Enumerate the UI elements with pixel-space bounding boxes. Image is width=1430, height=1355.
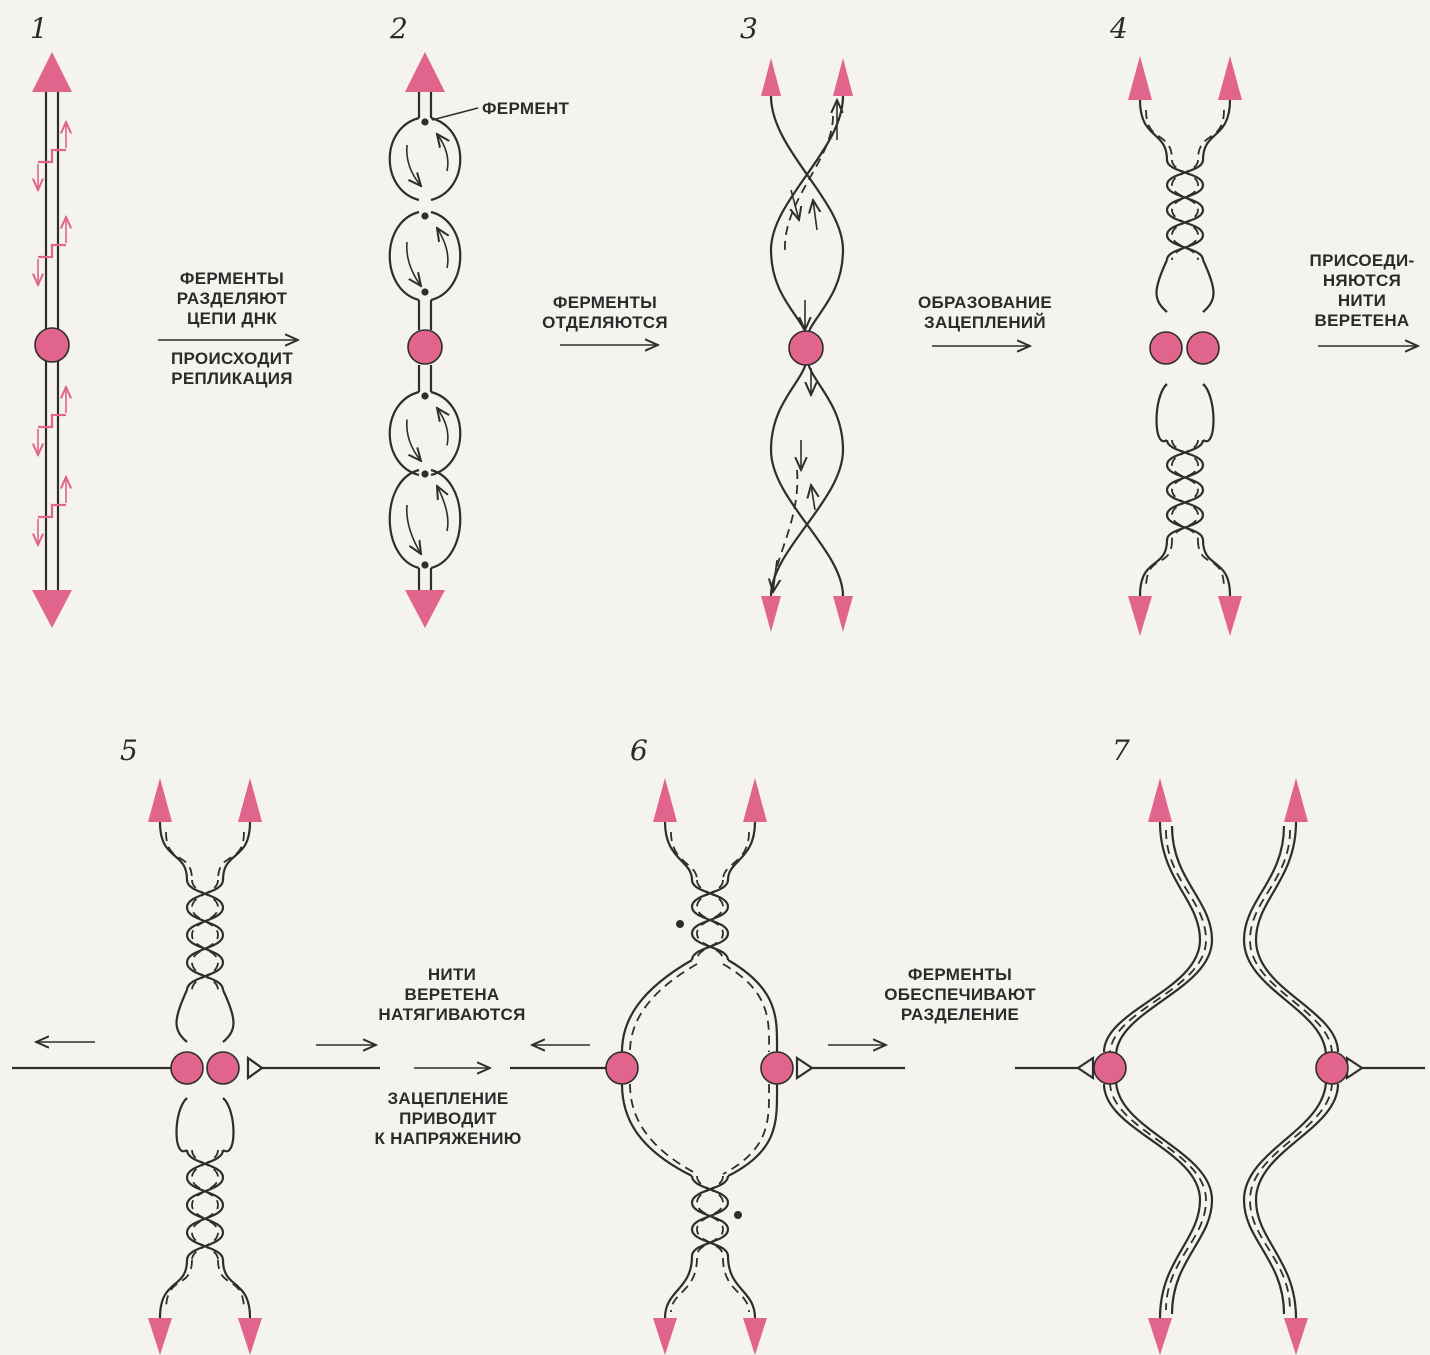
centromere-right xyxy=(207,1052,239,1084)
top-pole-triangle-left xyxy=(653,778,677,822)
stage-7: 7 xyxy=(1015,734,1425,1355)
top-pole-triangle-left xyxy=(1128,56,1152,100)
bottom-pole-triangle-left xyxy=(1128,596,1152,636)
centromere-left xyxy=(1094,1052,1126,1084)
bottom-pole-triangle-left xyxy=(653,1318,677,1355)
t1-top-line-3: ЦЕПИ ДНК xyxy=(187,309,277,328)
t1-bottom-line-1: ПРОИСХОДИТ xyxy=(171,349,293,368)
bottom-pole-triangle-left xyxy=(148,1318,172,1355)
transition-2: ФЕРМЕНТЫ ОТДЕЛЯЮТСЯ xyxy=(542,293,668,345)
centromere-left xyxy=(606,1052,638,1084)
enzyme-dot xyxy=(421,392,428,399)
transition-5: НИТИ ВЕРЕТЕНА НАТЯГИВАЮТСЯ ЗАЦЕПЛЕНИЕ ПР… xyxy=(316,965,526,1148)
bottom-pole-triangle-right xyxy=(1218,596,1242,636)
t6-line-3: РАЗДЕЛЕНИЕ xyxy=(901,1005,1019,1024)
t5-bottom-line-3: К НАПРЯЖЕНИЮ xyxy=(374,1129,521,1148)
top-pole-triangle-left xyxy=(1148,778,1172,822)
top-pole-triangle xyxy=(32,52,72,92)
enzyme-label: ФЕРМЕНТ xyxy=(482,99,570,118)
t4-line-4: ВЕРЕТЕНА xyxy=(1315,311,1410,330)
t2-line-2: ОТДЕЛЯЮТСЯ xyxy=(542,313,668,332)
t3-line-2: ЗАЦЕПЛЕНИЙ xyxy=(924,313,1046,332)
top-pole-triangle-right xyxy=(1218,56,1242,100)
enzyme-dot xyxy=(421,561,428,568)
stage-number-7: 7 xyxy=(1112,734,1130,767)
bottom-pole-triangle-right xyxy=(833,596,853,632)
transition-4: ПРИСОЕДИ- НЯЮТСЯ НИТИ ВЕРЕТЕНА xyxy=(1310,251,1418,346)
centromere-right xyxy=(1187,332,1219,364)
stage-number-6: 6 xyxy=(630,734,648,767)
t2-line-1: ФЕРМЕНТЫ xyxy=(553,293,657,312)
stage-number-3: 3 xyxy=(740,12,758,45)
chromatids-loop xyxy=(622,822,777,1318)
centromere xyxy=(35,328,69,362)
centromere-left xyxy=(171,1052,203,1084)
bottom-pole-triangle xyxy=(32,590,72,628)
t5-top-line-3: НАТЯГИВАЮТСЯ xyxy=(378,1005,525,1024)
centromere-right xyxy=(1316,1052,1348,1084)
enzyme-dot xyxy=(421,470,428,477)
bottom-pole-triangle xyxy=(405,590,445,628)
stage-3: 3 xyxy=(740,12,853,632)
bottom-pole-triangle-right xyxy=(743,1318,767,1355)
enzyme-dot xyxy=(421,288,428,295)
enzyme-dot xyxy=(676,920,684,928)
t4-line-2: НЯЮТСЯ xyxy=(1323,271,1401,290)
t3-line-1: ОБРАЗОВАНИЕ xyxy=(918,293,1052,312)
t5-top-line-1: НИТИ xyxy=(428,965,476,984)
t6-line-2: ОБЕСПЕЧИВАЮТ xyxy=(884,985,1036,1004)
t5-bottom-line-2: ПРИВОДИТ xyxy=(399,1109,497,1128)
t1-bottom-line-2: РЕПЛИКАЦИЯ xyxy=(171,369,293,388)
stage-number-2: 2 xyxy=(389,12,408,45)
stage-number-5: 5 xyxy=(120,734,138,767)
centromere-left xyxy=(1150,332,1182,364)
t6-line-1: ФЕРМЕНТЫ xyxy=(908,965,1012,984)
transition-6: ФЕРМЕНТЫ ОБЕСПЕЧИВАЮТ РАЗДЕЛЕНИЕ xyxy=(884,965,1036,1024)
t4-line-1: ПРИСОЕДИ- xyxy=(1310,251,1415,270)
top-pole-triangle xyxy=(405,52,445,92)
t4-line-3: НИТИ xyxy=(1338,291,1386,310)
top-pole-triangle-left xyxy=(761,58,781,96)
stage-number-4: 4 xyxy=(1109,12,1128,45)
enzyme-dot xyxy=(421,118,428,125)
centromere-right xyxy=(761,1052,793,1084)
top-pole-triangle-right xyxy=(1284,778,1308,822)
enzyme-dot xyxy=(421,212,428,219)
top-pole-triangle-right xyxy=(238,778,262,822)
separated-chromatids xyxy=(1104,822,1338,1318)
top-pole-triangle-left xyxy=(148,778,172,822)
enzyme-dot xyxy=(734,1211,742,1219)
top-pole-triangle-right xyxy=(833,58,853,96)
t5-bottom-line-1: ЗАЦЕПЛЕНИЕ xyxy=(387,1089,508,1108)
centromere xyxy=(789,331,823,365)
bottom-pole-triangle-left xyxy=(761,596,781,632)
centromere xyxy=(408,330,442,364)
t5-top-line-2: ВЕРЕТЕНА xyxy=(405,985,500,1004)
top-pole-triangle-right xyxy=(743,778,767,822)
bottom-pole-triangle-right xyxy=(1284,1318,1308,1355)
transition-3: ОБРАЗОВАНИЕ ЗАЦЕПЛЕНИЙ xyxy=(918,293,1052,346)
t1-top-line-1: ФЕРМЕНТЫ xyxy=(180,269,284,288)
bottom-pole-triangle-left xyxy=(1148,1318,1172,1355)
t1-top-line-2: РАЗДЕЛЯЮТ xyxy=(177,289,288,308)
stage-number-1: 1 xyxy=(30,12,48,45)
bottom-pole-triangle-right xyxy=(238,1318,262,1355)
stage-6: 6 xyxy=(510,734,905,1355)
stage-4: 4 xyxy=(1109,12,1242,636)
stage-1: 1 xyxy=(30,12,72,628)
transition-1: ФЕРМЕНТЫ РАЗДЕЛЯЮТ ЦЕПИ ДНК ПРОИСХОДИТ Р… xyxy=(158,269,298,388)
